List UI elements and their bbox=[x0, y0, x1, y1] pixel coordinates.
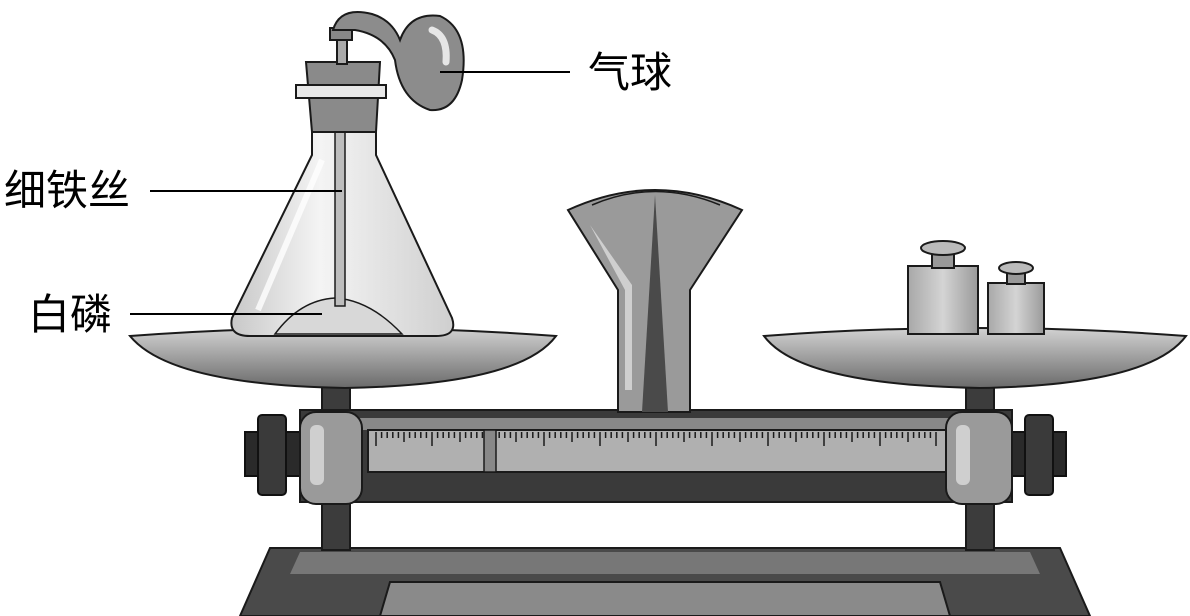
balloon bbox=[329, 11, 465, 112]
pointer-dial bbox=[566, 189, 744, 413]
balloon-label: 气球 bbox=[588, 48, 673, 97]
right-pan bbox=[762, 327, 1188, 390]
small-weight bbox=[987, 261, 1045, 335]
right-adjust-knob bbox=[1007, 414, 1067, 496]
balance-beam bbox=[299, 409, 1013, 505]
rider bbox=[483, 429, 497, 473]
iron-wire bbox=[334, 127, 346, 307]
left-adjust-knob bbox=[244, 414, 306, 496]
conical-flask bbox=[230, 61, 455, 337]
large-weight bbox=[907, 240, 979, 335]
balance-base bbox=[238, 547, 1092, 616]
iron-wire-label: 细铁丝 bbox=[4, 166, 131, 215]
white-phosphorus-label: 白磷 bbox=[28, 290, 113, 339]
